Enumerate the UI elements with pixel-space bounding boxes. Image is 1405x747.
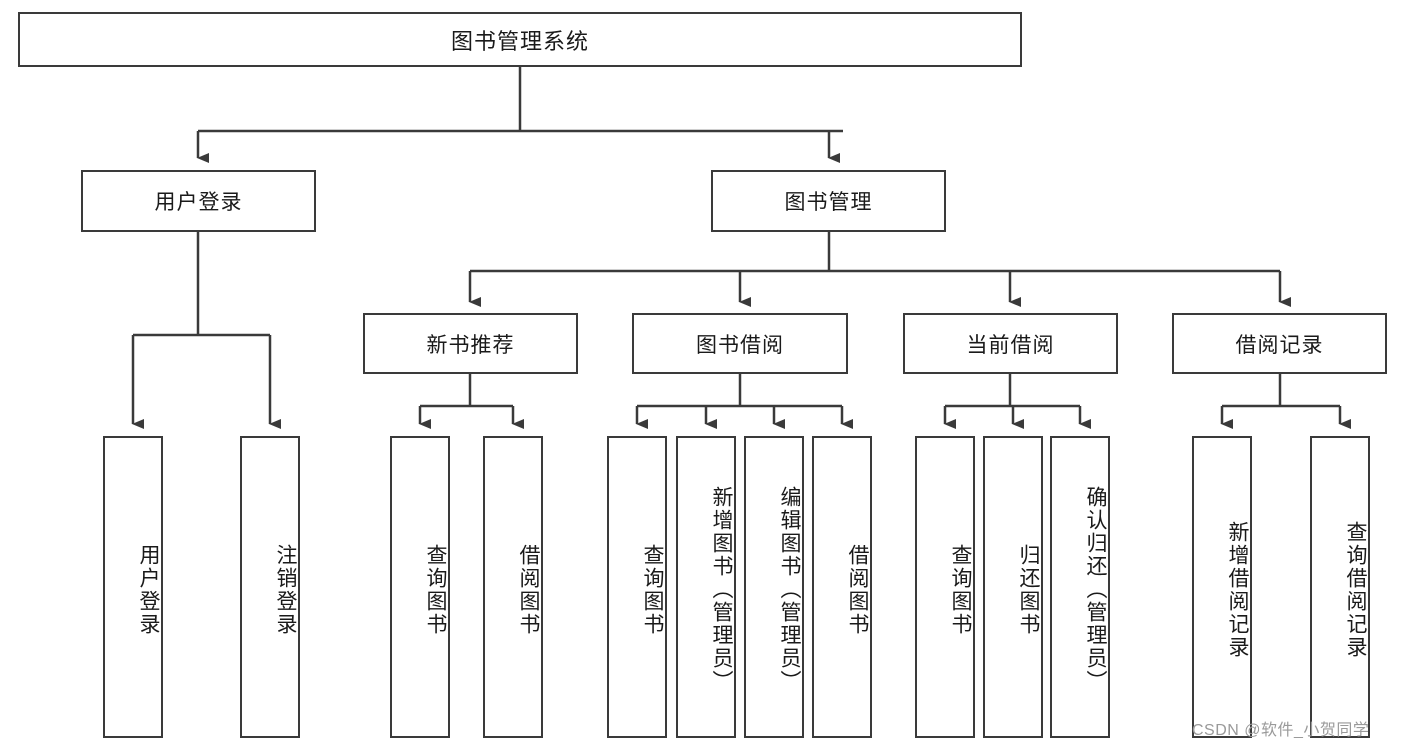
leaf-borrow-borrow-book[interactable]: 借阅图书 <box>812 436 872 738</box>
leaf-recommend-borrow-book[interactable]: 借阅图书 <box>483 436 543 738</box>
leaf-record-query-borrow-record[interactable]: 查询借阅记录 <box>1310 436 1370 738</box>
node-book-borrow[interactable]: 图书借阅 <box>632 313 848 374</box>
node-current-borrow[interactable]: 当前借阅 <box>903 313 1118 374</box>
node-new-book-recommend[interactable]: 新书推荐 <box>363 313 578 374</box>
node-book-management[interactable]: 图书管理 <box>711 170 946 232</box>
leaf-user-login[interactable]: 用户登录 <box>103 436 163 738</box>
node-user-login[interactable]: 用户登录 <box>81 170 316 232</box>
leaf-current-return-book[interactable]: 归还图书 <box>983 436 1043 738</box>
leaf-current-confirm-return-admin[interactable]: 确认归还（管理员） <box>1050 436 1110 738</box>
leaf-current-query-book[interactable]: 查询图书 <box>915 436 975 738</box>
node-root-system[interactable]: 图书管理系统 <box>18 12 1022 67</box>
leaf-borrow-query-book[interactable]: 查询图书 <box>607 436 667 738</box>
leaf-recommend-query-book[interactable]: 查询图书 <box>390 436 450 738</box>
leaf-borrow-edit-book-admin[interactable]: 编辑图书（管理员） <box>744 436 804 738</box>
csdn-watermark: CSDN @软件_小贺同学 <box>1192 722 1370 739</box>
leaf-record-add-borrow-record[interactable]: 新增借阅记录 <box>1192 436 1252 738</box>
node-borrow-record[interactable]: 借阅记录 <box>1172 313 1387 374</box>
leaf-logout[interactable]: 注销登录 <box>240 436 300 738</box>
leaf-borrow-add-book-admin[interactable]: 新增图书（管理员） <box>676 436 736 738</box>
